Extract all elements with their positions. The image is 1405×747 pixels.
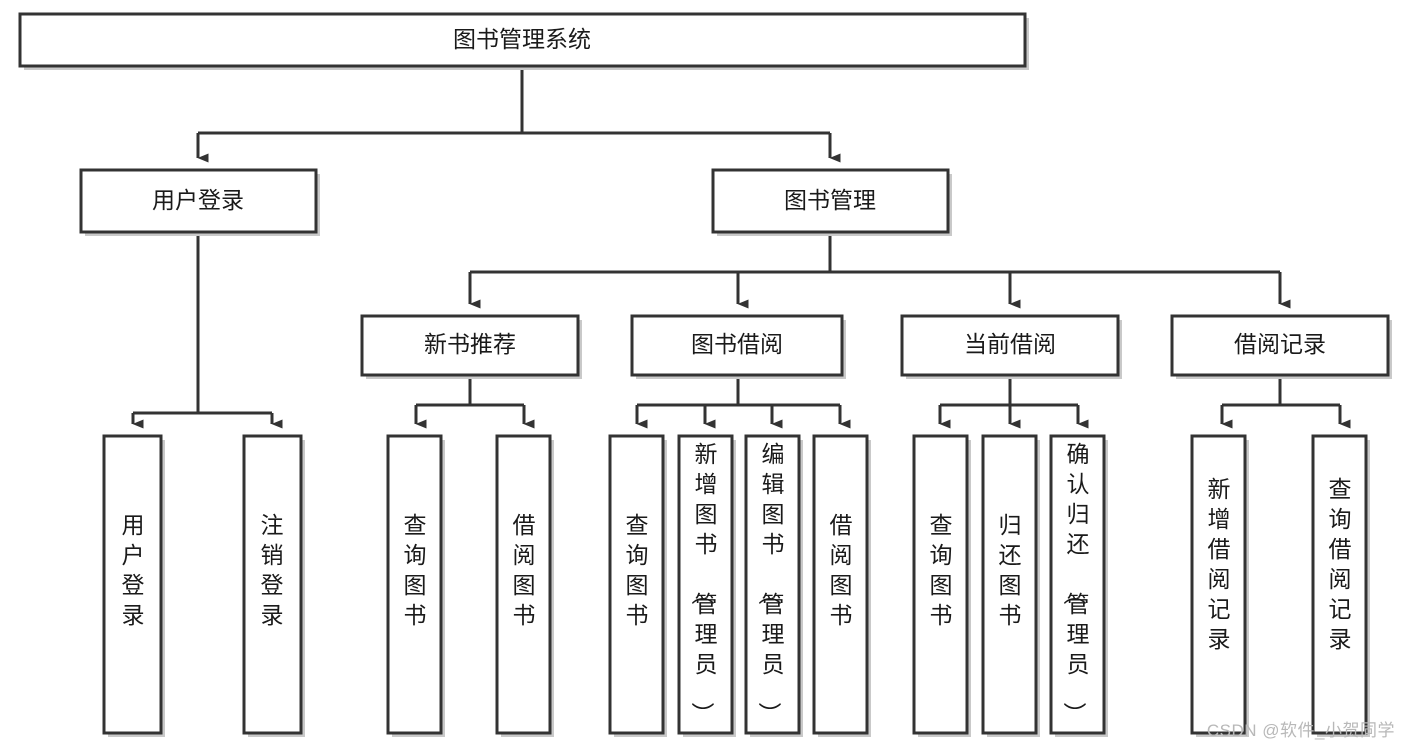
borrow-record-box xyxy=(1170,314,1390,377)
leaf-borrow-book-1-box xyxy=(495,434,552,735)
node-leaf-return-book[interactable]: 归还图书 xyxy=(981,434,1040,737)
leaf-return-book-box xyxy=(981,434,1038,735)
leaf-add-record-label: 新增借阅记录 xyxy=(1208,476,1231,652)
current-borrow-box xyxy=(900,314,1120,377)
node-leaf-user-logout[interactable]: 注销登录 xyxy=(242,434,305,737)
node-leaf-query-book-2[interactable]: 查询图书 xyxy=(608,434,667,737)
leaf-borrow-book-2-box xyxy=(812,434,869,735)
node-new-book-recommend[interactable]: 新书推荐 xyxy=(360,314,582,379)
leaf-add-record-box xyxy=(1190,434,1247,735)
leaf-borrow-book-2-label: 借阅图书 xyxy=(830,512,853,628)
leaf-query-book-3-box xyxy=(912,434,969,735)
node-leaf-add-book[interactable]: 新增图书（管理员） xyxy=(677,434,736,737)
leaf-add-book-label: 新增图书（管理员） xyxy=(690,441,718,725)
node-book-borrow[interactable]: 图书借阅 xyxy=(630,314,846,379)
node-leaf-borrow-book-1[interactable]: 借阅图书 xyxy=(495,434,554,737)
leaf-user-login-box xyxy=(102,434,163,735)
node-leaf-edit-book[interactable]: 编辑图书（管理员） xyxy=(744,434,803,737)
node-leaf-add-record[interactable]: 新增借阅记录 xyxy=(1190,434,1249,737)
leaf-user-logout-box xyxy=(242,434,303,735)
node-leaf-query-book-1[interactable]: 查询图书 xyxy=(386,434,445,737)
leaf-query-book-1-box xyxy=(386,434,443,735)
leaf-borrow-book-1-label: 借阅图书 xyxy=(513,512,536,628)
leaf-return-book-label: 归还图书 xyxy=(999,512,1022,628)
leaf-user-login-label: 用户登录 xyxy=(122,512,145,628)
node-leaf-borrow-book-2[interactable]: 借阅图书 xyxy=(812,434,871,737)
book-management-label: 图书管理 xyxy=(784,187,876,213)
node-user-login[interactable]: 用户登录 xyxy=(79,168,320,236)
book-management-box xyxy=(711,168,950,234)
node-leaf-query-book-3[interactable]: 查询图书 xyxy=(912,434,971,737)
node-borrow-record[interactable]: 借阅记录 xyxy=(1170,314,1392,379)
leaf-query-book-1-label: 查询图书 xyxy=(404,512,427,628)
leaf-add-book-box xyxy=(677,434,734,735)
new-book-recommend-label: 新书推荐 xyxy=(424,331,516,357)
leaf-edit-book-box xyxy=(744,434,801,735)
edge-layer xyxy=(131,66,1351,429)
new-book-recommend-box xyxy=(360,314,580,377)
node-current-borrow[interactable]: 当前借阅 xyxy=(900,314,1122,379)
root-box xyxy=(18,12,1027,68)
user-login-box xyxy=(79,168,318,234)
node-leaf-query-record[interactable]: 查询借阅记录 xyxy=(1311,434,1370,737)
leaf-confirm-return-label: 确认归还（管理员） xyxy=(1062,441,1090,725)
leaf-confirm-return-box xyxy=(1049,434,1106,735)
user-login-label: 用户登录 xyxy=(152,187,244,213)
leaf-query-record-label: 查询借阅记录 xyxy=(1329,476,1352,652)
leaf-edit-book-label: 编辑图书（管理员） xyxy=(757,441,785,725)
node-book-management[interactable]: 图书管理 xyxy=(711,168,952,236)
leaf-query-book-2-box xyxy=(608,434,665,735)
current-borrow-label: 当前借阅 xyxy=(964,331,1056,357)
node-leaf-confirm-return[interactable]: 确认归还（管理员） xyxy=(1049,434,1108,737)
book-borrow-box xyxy=(630,314,844,377)
node-root[interactable]: 图书管理系统 xyxy=(18,12,1029,70)
borrow-record-label: 借阅记录 xyxy=(1234,331,1326,357)
leaf-query-record-box xyxy=(1311,434,1368,735)
leaf-user-logout-label: 注销登录 xyxy=(261,512,284,628)
leaf-query-book-2-label: 查询图书 xyxy=(626,512,649,628)
node-leaf-user-login[interactable]: 用户登录 xyxy=(102,434,165,737)
book-borrow-label: 图书借阅 xyxy=(691,331,783,357)
leaf-query-book-3-label: 查询图书 xyxy=(930,512,953,628)
root-label: 图书管理系统 xyxy=(453,26,591,52)
